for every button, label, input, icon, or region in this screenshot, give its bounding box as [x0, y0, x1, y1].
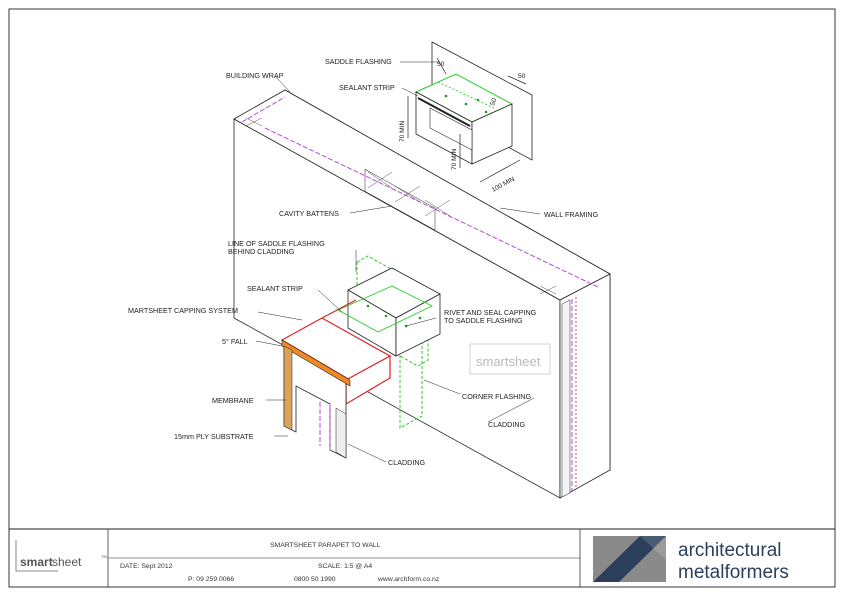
label-sealant-strip-top: SEALANT STRIP: [339, 83, 395, 92]
label-cladding-right: CLADDING: [488, 420, 526, 429]
label-dim-50-a: 50: [437, 61, 445, 68]
drawing-title: SMARTSHEET PARAPET TO WALL: [270, 542, 381, 549]
contact-freephone: 0800 50 1990: [294, 576, 336, 583]
label-line-of-saddle-2: BEHIND CLADDING: [228, 247, 295, 256]
smartsheet-logo-mark: [15, 540, 58, 572]
corner-hatch-right: [539, 285, 557, 295]
company-name-line1: architectural: [678, 540, 782, 561]
cavity-battens-box: [364, 168, 436, 231]
label-saddle-flashing: SADDLE FLASHING: [325, 57, 392, 66]
leader-lines: [255, 61, 541, 463]
saddle-side-white: [395, 293, 441, 357]
cavity-batten-cross-hatch: [367, 171, 451, 217]
company-name-line2: metalformers: [678, 562, 789, 583]
dim-line-100: [479, 159, 521, 183]
saddle-underside: [429, 107, 473, 151]
title-block: smart sheet TM SMARTSHEET PARAPET TO WAL…: [9, 528, 835, 587]
building-wrap-top-left: [241, 96, 286, 123]
smartsheet-logo-tm: TM: [101, 554, 107, 559]
label-building-wrap: BUILDING WRAP: [226, 71, 284, 80]
label-cavity-battens: CAVITY BATTENS: [279, 209, 339, 218]
contact-phone: P: 09 259 0066: [188, 576, 234, 583]
label-ply-substrate: 15mm PLY SUBSTRATE: [174, 432, 254, 441]
label-rivet-seal-2: TO SADDLE FLASHING: [444, 316, 523, 325]
ply-substrate: [283, 345, 293, 431]
membrane-strip: [281, 339, 351, 387]
drawing-date: DATE: Sept 2012: [120, 563, 173, 570]
am-logo-highlight: [640, 536, 666, 560]
dim-line-50b: [507, 75, 527, 85]
saddle-flashing-inset: [407, 41, 533, 183]
label-dim-70-b: 70 MIN: [451, 149, 458, 170]
label-fall: 5° FALL: [222, 337, 248, 346]
sheet-border: [8, 8, 836, 588]
corner-hatch-left: [245, 117, 263, 127]
contact-website: www.archform.co.nz: [377, 576, 440, 583]
watermark-box: [469, 343, 551, 375]
label-dim-100: 100 MIN: [491, 176, 516, 194]
drawing-scale: SCALE: 1:5 @ A4: [318, 563, 372, 570]
label-sealant-strip: SEALANT STRIP: [247, 284, 303, 293]
smartsheet-logo-bold: smart: [20, 555, 53, 569]
label-cladding-bottom: CLADDING: [388, 458, 426, 467]
label-wall-framing: WALL FRAMING: [544, 210, 599, 219]
watermark-text: smartsheet: [476, 354, 541, 369]
label-dim-50-c: 50: [489, 97, 498, 107]
parapet-junction: smartsheet: [280, 255, 551, 459]
label-line-of-saddle-1: LINE OF SADDLE FLASHING: [228, 239, 325, 248]
cladding-section-hatch: [335, 407, 347, 459]
cladding-end-hatch: [561, 299, 571, 498]
saddle-green-top: [336, 285, 434, 333]
label-membrane: MEMBRANE: [212, 396, 254, 405]
label-rivet-seal-1: RIVET AND SEAL CAPPING: [444, 308, 537, 317]
smartsheet-logo-light: sheet: [52, 555, 82, 569]
capping-rivets: [366, 304, 422, 328]
label-capping-system: MARTSHEET CAPPING SYSTEM: [128, 306, 238, 315]
label-corner-flashing: CORNER FLASHING: [462, 392, 531, 401]
label-dim-70-a: 70 MIN: [399, 121, 406, 142]
building-wrap-line: [264, 127, 601, 289]
dim-line-50a: [436, 57, 447, 75]
sealant-strip-bead: [417, 97, 471, 127]
am-logo-slash: [593, 536, 666, 582]
drawing-labels: SADDLE FLASHING SEALANT STRIP BUILDING W…: [128, 57, 599, 467]
label-dim-50-b: 50: [518, 73, 526, 80]
